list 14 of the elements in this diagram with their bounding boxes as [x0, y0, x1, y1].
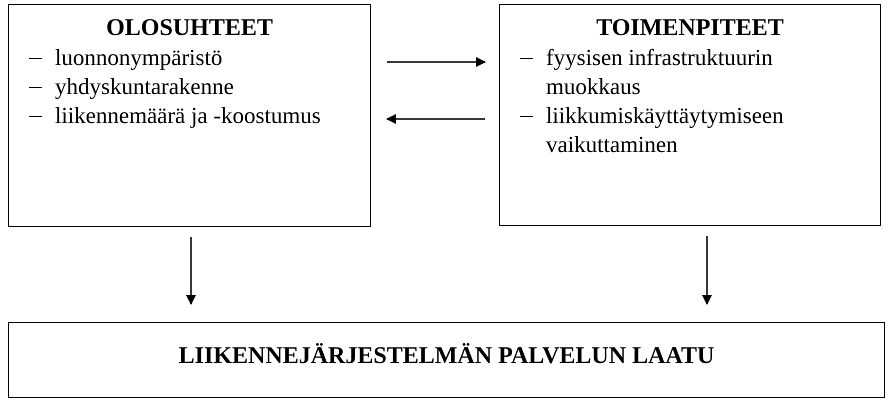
arrow	[702, 236, 712, 305]
heading: LIIKENNEJÄRJESTELMÄN PALVELUN LAATU	[178, 342, 716, 371]
heading: OLOSUHTEET	[105, 14, 274, 43]
list-item: liikkumiskäyttäytymiseen vaikuttaminen	[546, 103, 784, 157]
heading: TOIMENPITEET	[595, 14, 785, 43]
arrow	[386, 114, 485, 124]
arrow	[186, 237, 196, 305]
text-box	[8, 322, 885, 398]
text-box	[8, 4, 371, 227]
list-item: luonnonympäristö	[55, 45, 222, 70]
arrow	[387, 57, 486, 67]
list-item: yhdyskuntarakenne	[55, 74, 234, 99]
list-item: liikennemäärä ja -koostumus	[55, 103, 321, 128]
text-box	[499, 4, 881, 226]
